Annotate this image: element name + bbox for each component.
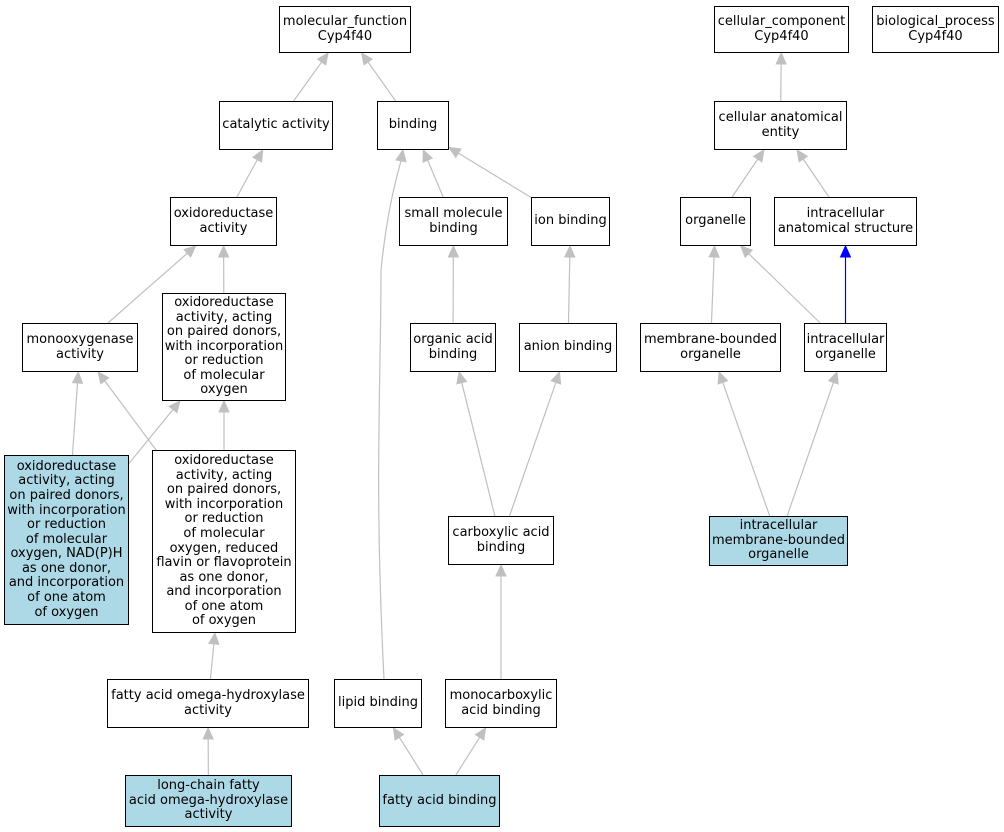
node-lipid-binding[interactable]: lipid binding [334,679,422,728]
node-fatty-acid-binding[interactable]: fatty acid binding [379,775,500,827]
edge-arrowhead [208,631,220,646]
node-membrane-bounded-organelle[interactable]: membrane-bounded organelle [640,323,781,372]
edge-mbo-to-org [708,244,720,324]
node-intracellular-organelle[interactable]: intracellular organelle [804,323,887,372]
edge-arrowhead [708,244,720,258]
edge-arrowhead [752,148,765,163]
edge-cab-to-oab [456,370,496,517]
edge-mono-to-oxr [107,245,197,324]
edge-arrowhead [827,370,839,385]
edge-arrowhead [739,245,754,259]
node-long-chain-fatty-acid-omega-hydroxylase[interactable]: long-chain fatty acid omega-hydroxylase … [125,775,292,827]
edge-arrowhead [564,244,576,258]
edge-arrowhead [168,400,181,414]
edge-arrowhead [839,244,852,258]
edge-imbo-to-mbo [717,370,771,517]
edge-faoh-to-oxfl [208,631,220,680]
edge-oxnad-to-oxpd [128,400,181,464]
edge-io-to-ias [839,244,852,323]
edge-arrowhead [422,148,434,163]
node-small-molecule-binding[interactable]: small molecule binding [399,197,508,246]
node-monooxygenase-activity[interactable]: monooxygenase activity [22,323,138,372]
node-fatty-acid-omega-hydroxylase[interactable]: fatty acid omega-hydroxylase activity [107,679,309,728]
edge-arrowhead [202,726,214,740]
node-molecular-function[interactable]: molecular_function Cyp4f40 [279,6,411,53]
node-monocarboxylic-acid-binding[interactable]: monocarboxylic acid binding [445,679,557,728]
edge-arrowhead [796,148,809,163]
edge-arrowhead [316,52,329,66]
edge-arrowhead [550,370,562,385]
edge-arrowhead [218,399,230,413]
edge-io-to-org [739,245,821,324]
edge-arrowhead [71,370,84,384]
edge-arrowhead [252,148,264,163]
edge-arrowhead [456,370,468,385]
edge-mcab-to-cab [495,563,507,679]
edge-cab-to-anb [508,370,562,517]
edge-arrowhead [495,563,507,577]
edge-lcfa-to-faoh [202,726,214,776]
node-oxidoreductase-nadph[interactable]: oxidoreductase activity, acting on paire… [4,455,129,625]
node-cellular-component[interactable]: cellular_component Cyp4f40 [714,6,849,53]
node-cellular-anatomical-entity[interactable]: cellular anatomical entity [714,101,847,150]
edge-arrowhead [717,370,729,385]
edge-arrowhead [775,51,787,65]
edge-arrowhead [447,146,462,159]
edge-oxfl-to-mono [97,371,157,451]
edge-bind-to-mf [360,52,397,102]
edge-arrowhead [395,148,407,163]
edge-oab-to-smb [447,244,460,324]
edge-lipb-to-bind [378,148,407,680]
node-carboxylic-acid-binding[interactable]: carboxylic acid binding [448,516,554,565]
edge-oxnad-to-mono [71,370,84,456]
edge-arrowhead [474,726,487,741]
node-organic-acid-binding[interactable]: organic acid binding [410,323,496,372]
edge-cae-to-cc [775,51,787,102]
node-intracellular-anatomical-structure[interactable]: intracellular anatomical structure [774,197,917,246]
edge-org-to-cae [731,148,765,198]
node-organelle[interactable]: organelle [680,197,751,246]
node-intracellular-membrane-bounded-organelle[interactable]: intracellular membrane-bounded organelle [709,516,848,566]
edge-arrowhead [217,244,230,258]
edge-ias-to-cae [796,148,830,198]
node-anion-binding[interactable]: anion binding [519,323,617,372]
edge-imbo-to-io [786,370,839,517]
node-oxidoreductase-activity[interactable]: oxidoreductase activity [170,197,277,246]
edge-arrowhead [360,52,374,66]
edge-smb-to-bind [422,148,444,198]
node-oxidoreductase-paired-donors[interactable]: oxidoreductase activity, acting on paire… [162,293,286,401]
edge-arrowhead [447,244,460,258]
edge-oxpd-to-oxr [217,244,230,294]
node-oxidoreductase-flavin[interactable]: oxidoreductase activity, acting on paire… [152,450,296,633]
edge-oxr-to-cat [236,148,264,198]
node-biological-process[interactable]: biological_process Cyp4f40 [872,6,999,53]
edge-cat-to-mf [293,52,329,102]
node-catalytic-activity[interactable]: catalytic activity [219,101,333,150]
edge-fab-to-mcab [455,726,487,776]
edge-oxfl-to-oxpd [218,399,230,450]
edge-arrowhead [392,726,405,741]
edge-anb-to-ionb [564,244,576,324]
node-binding[interactable]: binding [377,101,449,150]
edge-ionb-to-bind [447,146,532,198]
edge-fab-to-lipb [392,726,424,776]
edge-arrowhead [97,371,110,385]
node-ion-binding[interactable]: ion binding [531,197,610,246]
edge-arrowhead [183,245,197,258]
